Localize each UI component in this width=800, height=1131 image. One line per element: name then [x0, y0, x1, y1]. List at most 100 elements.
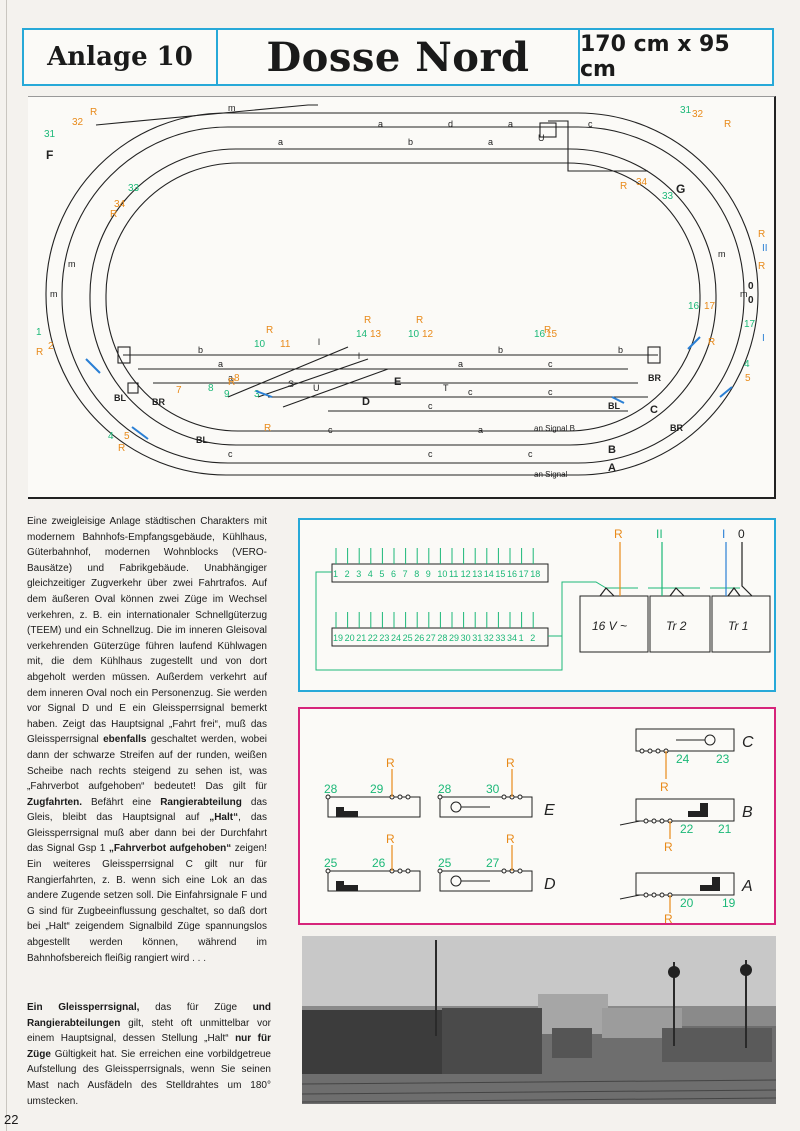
- svg-text:31: 31: [680, 105, 692, 116]
- svg-text:22: 22: [680, 822, 694, 836]
- svg-text:I: I: [762, 333, 765, 344]
- description-text: Eine zweigleisige Anlage städtischen Cha…: [27, 516, 268, 964]
- track-letters: m a d a c b a a m m m m b b b a a c a c …: [50, 103, 748, 459]
- terminal-number: 27: [426, 633, 436, 643]
- svg-text:II: II: [762, 243, 768, 254]
- signal-c-label: C: [650, 404, 658, 416]
- svg-text:4: 4: [108, 431, 114, 442]
- svg-text:m: m: [718, 249, 726, 259]
- plan-signal-letters: F G C E D A B an Signal B an Signal BR B…: [46, 148, 754, 479]
- terminal-number: 6: [391, 569, 396, 579]
- svg-text:9: 9: [224, 389, 230, 400]
- terminal-number: 7: [403, 569, 408, 579]
- signal-b-diagram: R 22 21 B: [619, 798, 753, 854]
- terminal-number: 2: [530, 633, 535, 643]
- svg-text:7: 7: [176, 385, 182, 396]
- terminal-number: 25: [403, 633, 413, 643]
- svg-text:a: a: [478, 425, 483, 435]
- svg-text:32: 32: [692, 109, 704, 120]
- svg-text:c: c: [428, 449, 433, 459]
- svg-text:15: 15: [546, 329, 558, 340]
- svg-text:25: 25: [438, 856, 452, 870]
- terminal-number: 26: [414, 633, 424, 643]
- signal-d-label: D: [362, 396, 370, 408]
- svg-text:32: 32: [72, 117, 84, 128]
- svg-text:19: 19: [722, 896, 736, 910]
- svg-text:27: 27: [486, 856, 500, 870]
- svg-text:30: 30: [486, 782, 500, 796]
- svg-text:14: 14: [356, 329, 368, 340]
- svg-text:R: R: [660, 780, 669, 794]
- svg-text:c: c: [548, 359, 553, 369]
- terminal-number: 21: [356, 633, 366, 643]
- svg-text:BL: BL: [114, 393, 126, 403]
- svg-text:b: b: [618, 345, 623, 355]
- track-plan-drawing: m a d a c b a a m m m m b b b a a c a c …: [36, 103, 768, 479]
- terminal-number: 5: [379, 569, 384, 579]
- svg-text:0: 0: [738, 527, 745, 541]
- svg-text:R: R: [620, 181, 627, 192]
- svg-text:R: R: [544, 325, 551, 336]
- terminal-number: 1: [333, 569, 338, 579]
- svg-text:U: U: [313, 383, 320, 393]
- svg-text:U: U: [538, 133, 545, 143]
- transformer-tr2-label: Tr 2: [666, 619, 687, 633]
- an-signal-a-label: an Signal: [534, 470, 568, 479]
- svg-text:BR: BR: [670, 423, 683, 433]
- svg-text:R: R: [614, 527, 623, 541]
- terminal-number: 15: [495, 569, 505, 579]
- svg-text:R: R: [386, 832, 395, 846]
- svg-text:16: 16: [534, 329, 546, 340]
- signal-e-diagram: R 28 29 R 28 30 E: [324, 756, 555, 819]
- svg-text:c: c: [428, 401, 433, 411]
- svg-text:28: 28: [324, 782, 338, 796]
- signal-note-text: Ein Gleissperrsignal, das für Züge und R…: [27, 1002, 272, 1107]
- svg-text:17: 17: [704, 301, 716, 312]
- svg-text:A: A: [741, 878, 753, 895]
- transformer-leads: [599, 542, 753, 597]
- svg-text:R: R: [664, 840, 673, 854]
- svg-text:0: 0: [748, 281, 754, 292]
- svg-text:8: 8: [234, 373, 240, 384]
- svg-text:BR: BR: [152, 397, 165, 407]
- svg-text:5: 5: [745, 373, 751, 384]
- svg-text:E: E: [544, 802, 555, 819]
- svg-text:21: 21: [718, 822, 732, 836]
- svg-text:R: R: [664, 912, 673, 923]
- svg-text:29: 29: [370, 782, 384, 796]
- svg-text:II: II: [656, 527, 663, 541]
- svg-text:S: S: [288, 379, 294, 389]
- terminal-number: 4: [368, 569, 373, 579]
- terminal-number: 22: [368, 633, 378, 643]
- svg-text:d: d: [448, 119, 453, 129]
- svg-text:a: a: [458, 359, 463, 369]
- svg-text:R: R: [228, 377, 235, 388]
- plan-green-labels: 31 31 33 33 1 10 14 10 16 16 4 4 9 3 8 1…: [36, 105, 756, 442]
- svg-text:BL: BL: [608, 401, 620, 411]
- svg-text:24: 24: [676, 752, 690, 766]
- terminal-number: 18: [530, 569, 540, 579]
- terminal-number: 2: [345, 569, 350, 579]
- terminal-number: 28: [437, 633, 447, 643]
- svg-text:l: l: [358, 351, 360, 361]
- svg-text:T: T: [443, 383, 449, 393]
- svg-text:a: a: [218, 359, 223, 369]
- svg-text:20: 20: [680, 896, 694, 910]
- page-edge: [6, 0, 7, 1131]
- an-signal-b-label: an Signal B: [534, 424, 575, 433]
- track-plan: m a d a c b a a m m m m b b b a a c a c …: [28, 96, 776, 499]
- svg-text:28: 28: [438, 782, 452, 796]
- feed-markers: [85, 336, 733, 440]
- signal-d-diagram: R 25 26 R 25 27 D: [324, 832, 556, 893]
- svg-text:26: 26: [372, 856, 386, 870]
- svg-text:16: 16: [688, 301, 700, 312]
- terminal-number: 16: [507, 569, 517, 579]
- svg-text:c: c: [468, 387, 473, 397]
- title-bar: Anlage 10 Dosse Nord 170 cm x 95 cm: [22, 28, 774, 86]
- transformer-labels: 16 V ~ Tr 2 Tr 1: [592, 619, 748, 633]
- svg-text:R: R: [506, 832, 515, 846]
- svg-text:0: 0: [748, 295, 754, 306]
